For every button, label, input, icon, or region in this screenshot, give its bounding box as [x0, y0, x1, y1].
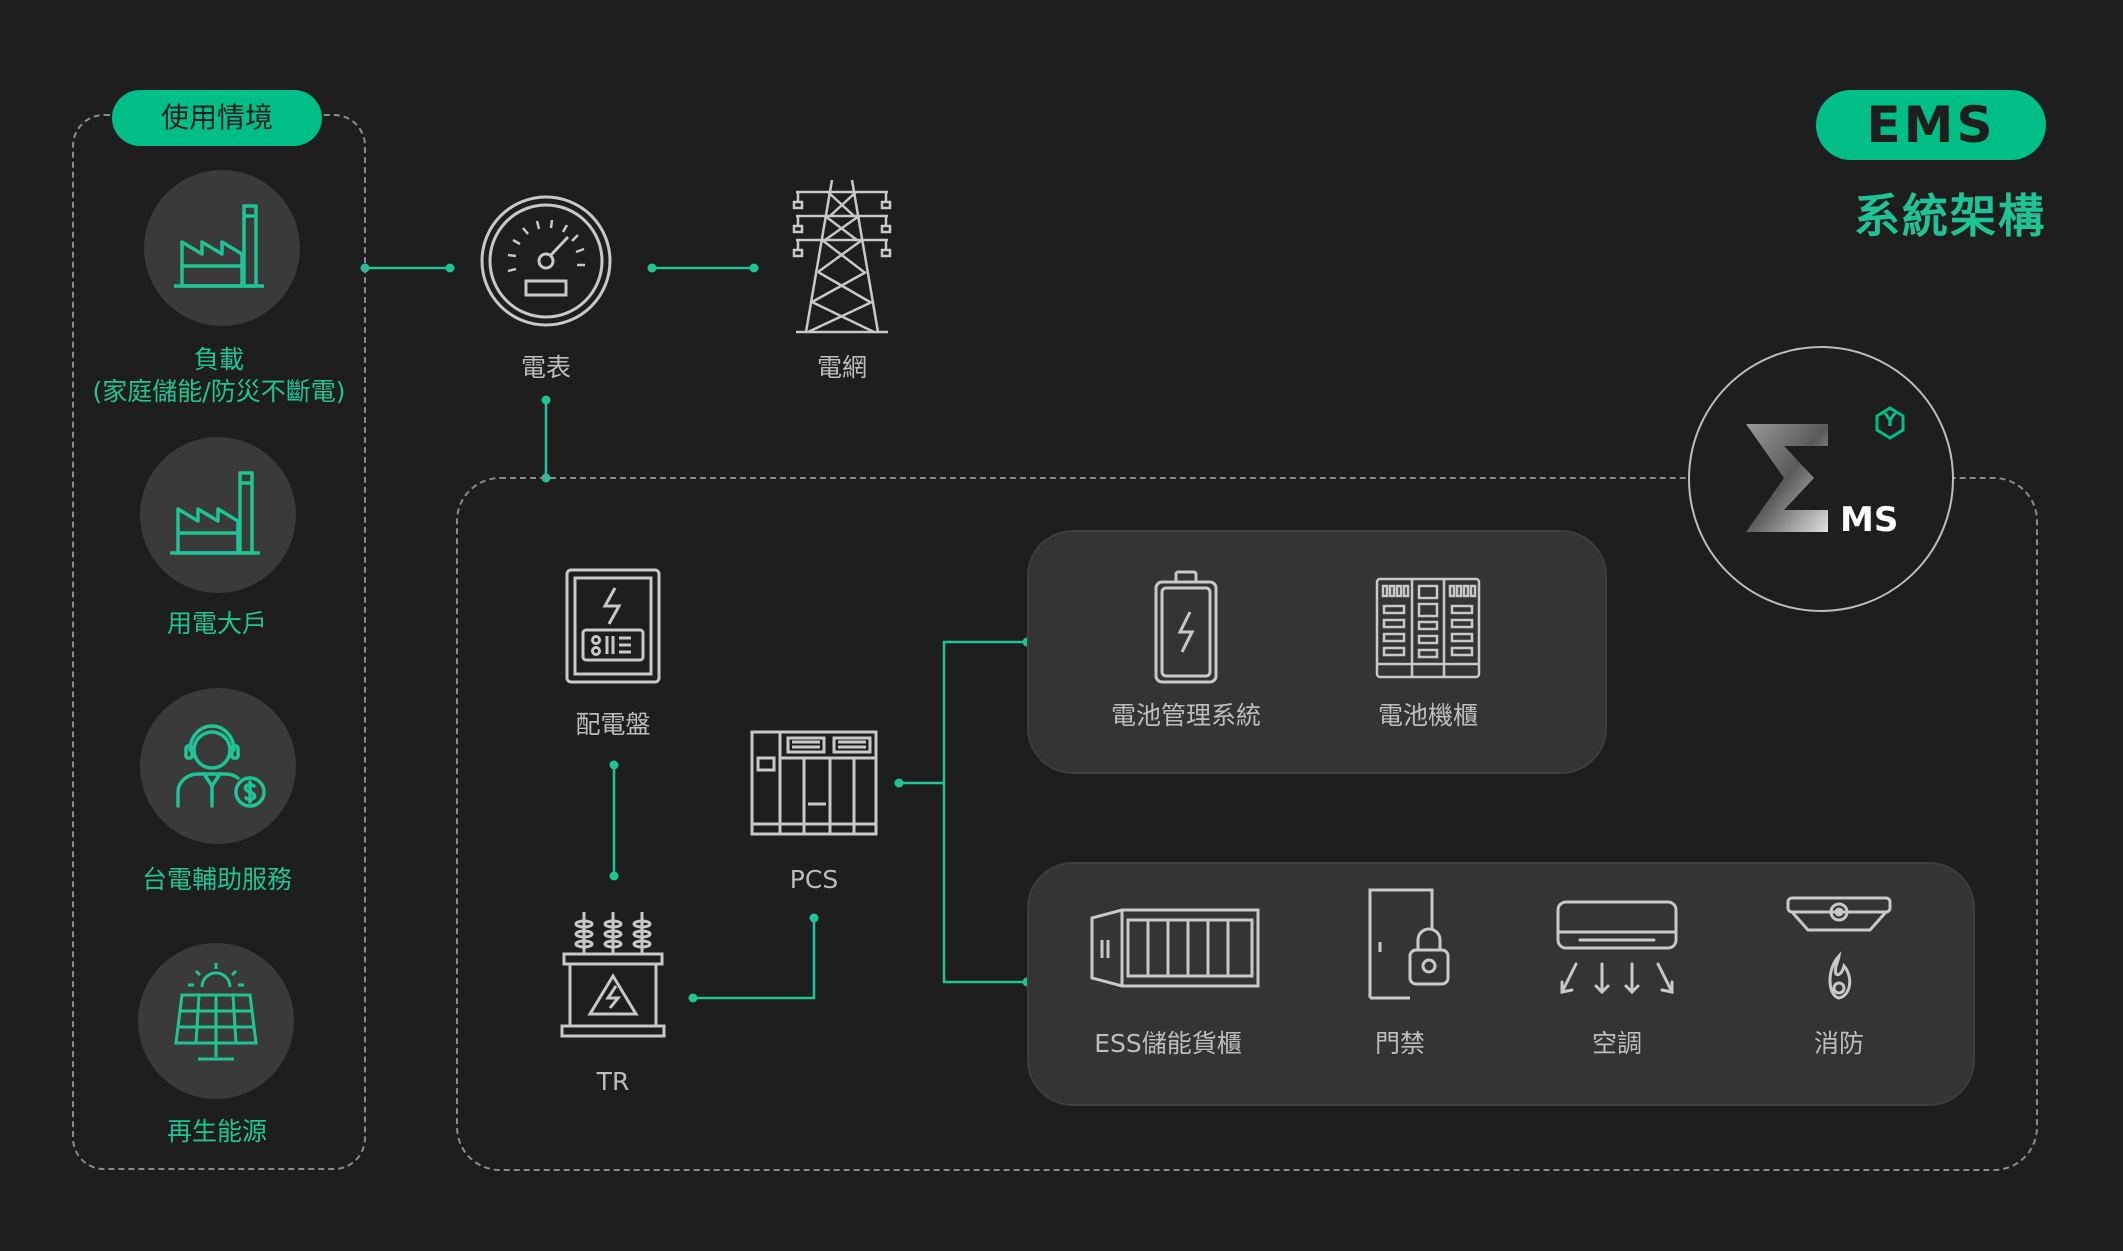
- transformer-label: TR: [596, 1067, 630, 1096]
- distribution-panel-label: 配電盤: [575, 710, 651, 739]
- system-frame: [456, 477, 2038, 1171]
- ems-logo: Y MS: [1688, 346, 1954, 612]
- battery-group-panel: [1027, 530, 1607, 774]
- distribution-panel-icon: [565, 568, 661, 684]
- logo-text: MS: [1840, 500, 1899, 540]
- scenario-ancillary-label: 台電輔助服務: [141, 865, 292, 894]
- access-control-label: 門禁: [1374, 1029, 1425, 1058]
- pcs-cabinet-icon: [750, 730, 878, 836]
- door-lock-icon: [1368, 888, 1450, 1000]
- meter-label: 電表: [520, 353, 571, 382]
- air-conditioner-icon: [1556, 900, 1678, 995]
- power-tower-icon: [792, 179, 892, 334]
- container-icon: [1090, 908, 1260, 988]
- transformer-icon: [560, 912, 666, 1038]
- scenario-renewable-label: 再生能源: [166, 1117, 267, 1146]
- battery-rack-icon: [1375, 577, 1481, 679]
- bms-label: 電池管理系統: [1110, 701, 1261, 730]
- scenario-title: 使用情境: [160, 101, 273, 134]
- ems-badge-text: EMS: [1866, 96, 1996, 154]
- ems-badge: EMS: [1816, 90, 2046, 160]
- scenario-load-sublabel: (家庭儲能/防災不斷電): [92, 377, 346, 406]
- ess-group-panel: [1027, 862, 1975, 1106]
- scenario-load-circle: [144, 170, 300, 326]
- service-agent-icon: [176, 724, 266, 808]
- architecture-subtitle: 系統架構: [1854, 189, 2046, 243]
- pcs-label: PCS: [789, 865, 839, 894]
- logo-badge-letter: Y: [1883, 410, 1897, 431]
- scenario-renewable-circle: [138, 943, 294, 1099]
- solar-panel-icon: [174, 963, 258, 1061]
- fire-protection-label: 消防: [1813, 1029, 1864, 1058]
- sigma-icon: [1746, 406, 1905, 532]
- battery-rack-label: 電池機櫃: [1377, 701, 1478, 730]
- battery-icon: [1154, 570, 1218, 684]
- scenario-load-title: 負載: [193, 345, 244, 374]
- scenario-load-label: 負載 (家庭儲能/防災不斷電): [72, 344, 366, 408]
- factory-icon: [174, 204, 264, 288]
- scenario-large-user-label: 用電大戶: [166, 609, 267, 638]
- hvac-label: 空調: [1591, 1029, 1642, 1058]
- scenario-title-pill: 使用情境: [112, 90, 322, 146]
- meter-icon: [480, 195, 612, 327]
- scenario-large-user-circle: [140, 437, 296, 593]
- ess-container-label: ESS儲能貨櫃: [1094, 1029, 1242, 1058]
- factory-icon: [170, 471, 260, 555]
- smoke-detector-icon: [1786, 896, 1892, 1000]
- grid-label: 電網: [816, 353, 867, 382]
- scenario-ancillary-circle: [140, 688, 296, 844]
